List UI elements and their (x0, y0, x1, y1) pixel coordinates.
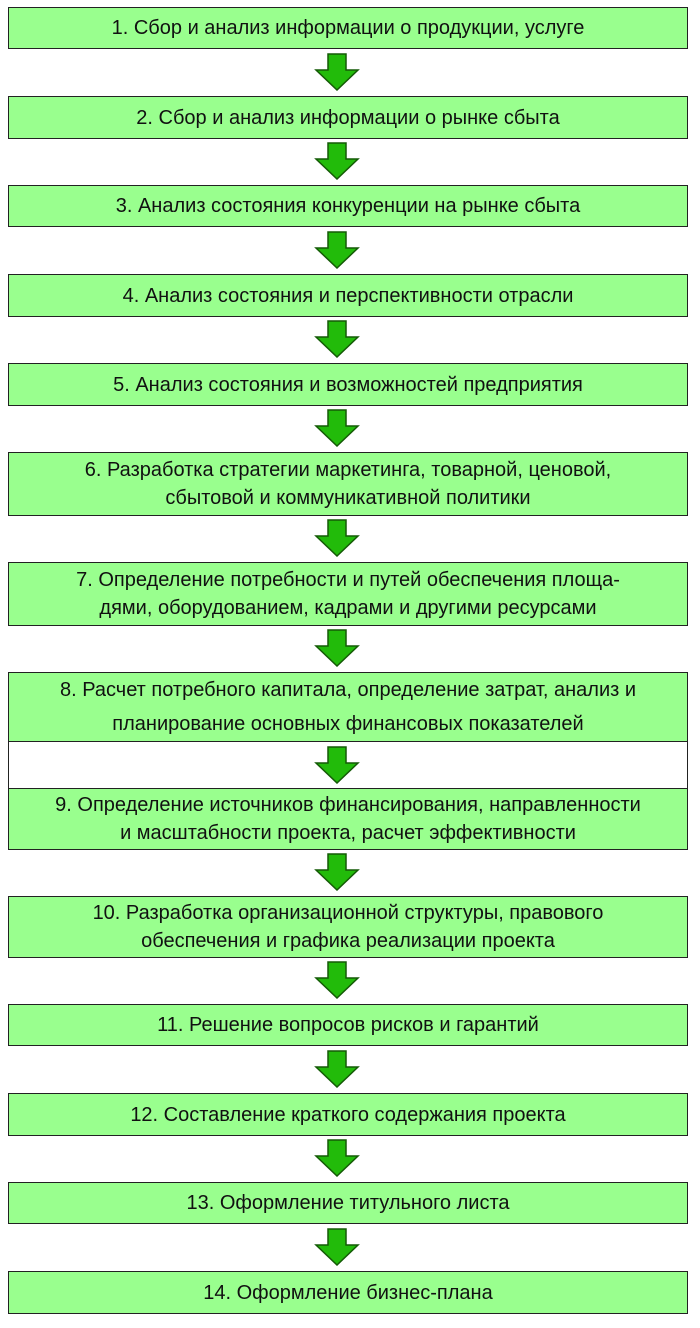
step-1-line-1: 1. Сбор и анализ информации о продукции,… (111, 17, 585, 39)
step-box-9: 9. Определение источников финансирования… (8, 788, 688, 850)
step-3-line-1: 3. Анализ состояния конкуренции на рынке… (115, 195, 581, 217)
step-12-line-1: 12. Составление краткого содержания прое… (130, 1103, 566, 1126)
down-arrow-icon (314, 961, 360, 999)
step-box-2: 2. Сбор и анализ информации о рынке сбыт… (8, 96, 688, 139)
step-8-line-1: 8. Расчет потребного капитала, определен… (59, 679, 637, 701)
down-arrow-icon (314, 629, 360, 667)
step-box-5: 5. Анализ состояния и возможностей предп… (8, 363, 688, 406)
step-box-3: 3. Анализ состояния конкуренции на рынке… (8, 185, 688, 227)
step-box-4: 4. Анализ состояния и перспективности от… (8, 274, 688, 317)
step-5-line-1: 5. Анализ состояния и возможностей предп… (113, 373, 583, 396)
step-6-line-2: сбытовой и коммуникативной политики (165, 487, 531, 509)
down-arrow-icon (314, 746, 360, 784)
step-box-6: 6. Разработка стратегии маркетинга, това… (8, 452, 688, 516)
step-box-10: 10. Разработка организационной структуры… (8, 896, 688, 958)
down-arrow-icon (314, 231, 360, 269)
step-8-line-2: планирование основных финансовых показат… (112, 713, 584, 735)
step-14-line-1: 14. Оформление бизнес-плана (203, 1281, 493, 1304)
step-box-13: 13. Оформление титульного листа (8, 1182, 688, 1224)
step-box-7: 7. Определение потребности и путей обесп… (8, 562, 688, 626)
step-4-line-1: 4. Анализ состояния и перспективности от… (122, 284, 574, 307)
step-box-8: 8. Расчет потребного капитала, определен… (8, 672, 688, 742)
down-arrow-icon (314, 1139, 360, 1177)
down-arrow-icon (314, 320, 360, 358)
step-6-line-1: 6. Разработка стратегии маркетинга, това… (84, 459, 612, 481)
step-box-11: 11. Решение вопросов рисков и гарантий (8, 1004, 688, 1046)
down-arrow-icon (314, 1050, 360, 1088)
step-10-line-1: 10. Разработка организационной структуры… (92, 902, 604, 924)
step-9-line-2: и масштабности проекта, расчет эффективн… (120, 822, 576, 844)
down-arrow-icon (314, 853, 360, 891)
down-arrow-icon (314, 409, 360, 447)
step-7-line-2: дями, оборудованием, кадрами и другими р… (99, 597, 597, 619)
step-box-1: 1. Сбор и анализ информации о продукции,… (8, 7, 688, 49)
step-13-line-1: 13. Оформление титульного листа (186, 1192, 510, 1214)
step-box-12: 12. Составление краткого содержания прое… (8, 1093, 688, 1136)
step-10-line-2: обеспечения и графика реализации проекта (141, 930, 555, 952)
down-arrow-icon (314, 142, 360, 180)
step-7-line-1: 7. Определение потребности и путей обесп… (76, 569, 620, 591)
step-9-line-1: 9. Определение источников финансирования… (55, 794, 641, 816)
down-arrow-icon (314, 1228, 360, 1266)
down-arrow-icon (314, 519, 360, 557)
step-11-line-1: 11. Решение вопросов рисков и гарантий (157, 1014, 539, 1036)
step-box-14: 14. Оформление бизнес-плана (8, 1271, 688, 1314)
down-arrow-icon (314, 53, 360, 91)
step-2-line-1: 2. Сбор и анализ информации о рынке сбыт… (136, 106, 560, 129)
